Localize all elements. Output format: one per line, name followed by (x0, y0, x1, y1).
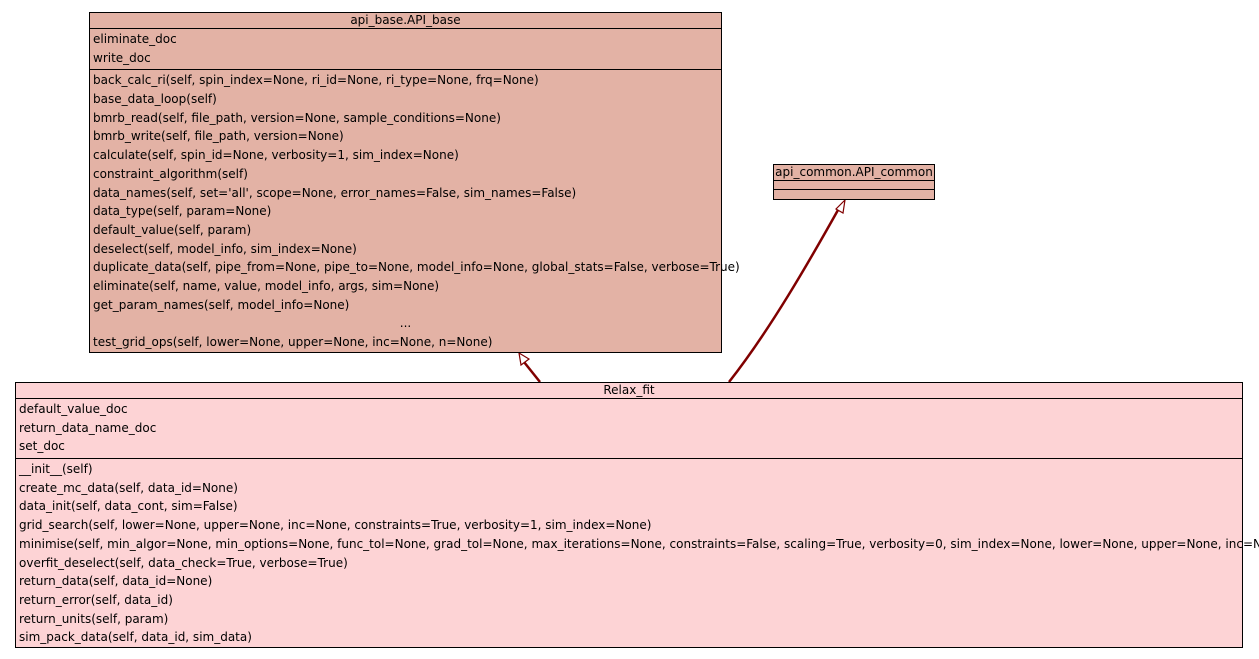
attributes-api-base: eliminate_doc write_doc (90, 29, 721, 71)
class-name-api-common: api_common.API_common (774, 165, 934, 181)
class-name-relax-fit: Relax_fit (16, 383, 1242, 399)
method: return_units(self, param) (19, 611, 169, 626)
arrowhead-api-common (835, 198, 846, 214)
method: bmrb_read(self, file_path, version=None,… (93, 110, 501, 125)
method: get_param_names(self, model_info=None) (93, 297, 350, 312)
class-box-api-common[interactable]: api_common.API_common (773, 164, 935, 200)
method: grid_search(self, lower=None, upper=None… (19, 518, 652, 533)
method: create_mc_data(self, data_id=None) (19, 480, 238, 495)
edge-relax-fit-to-api-base (523, 361, 541, 383)
method: sim_pack_data(self, data_id, sim_data) (19, 630, 252, 645)
method: test_grid_ops(self, lower=None, upper=No… (93, 335, 493, 349)
methods-api-common (774, 190, 934, 199)
method: overfit_deselect(self, data_check=True, … (19, 555, 348, 570)
method: return_error(self, data_id) (19, 592, 173, 607)
method: deselect(self, model_info, sim_index=Non… (93, 241, 357, 256)
method: __init__(self) (19, 462, 93, 477)
attribute: set_doc (19, 439, 65, 454)
edge-relax-fit-to-api-common (728, 209, 840, 383)
method: data_type(self, param=None) (93, 204, 272, 219)
method: data_init(self, data_cont, sim=False) (19, 499, 238, 514)
method: minimise(self, min_algor=None, min_optio… (19, 536, 1259, 551)
attributes-relax-fit: default_value_doc return_data_name_doc s… (16, 399, 1242, 460)
method: back_calc_ri(self, spin_index=None, ri_i… (93, 73, 539, 88)
methods-ellipsis: ... (399, 316, 412, 331)
method: return_data(self, data_id=None) (19, 574, 213, 589)
attribute: write_doc (93, 50, 151, 65)
method: eliminate(self, name, value, model_info,… (93, 278, 440, 293)
class-box-api-base[interactable]: api_base.API_base eliminate_doc write_do… (89, 12, 740, 353)
method: default_value(self, param) (93, 222, 252, 237)
methods-api-base: back_calc_ri(self, spin_index=None, ri_i… (90, 70, 740, 353)
attribute: default_value_doc (19, 402, 128, 416)
method: data_names(self, set='all', scope=None, … (93, 185, 577, 200)
attributes-api-common (774, 181, 934, 190)
method: bmrb_write(self, file_path, version=None… (93, 129, 344, 144)
method: calculate(self, spin_id=None, verbosity=… (93, 148, 459, 163)
method: base_data_loop(self) (93, 92, 217, 107)
arrowhead-api-base (518, 351, 531, 367)
attribute: return_data_name_doc (19, 420, 157, 435)
method: constraint_algorithm(self) (93, 166, 248, 181)
class-name-api-base: api_base.API_base (90, 13, 721, 29)
method: duplicate_data(self, pipe_from=None, pip… (93, 260, 740, 275)
attribute: eliminate_doc (93, 32, 177, 46)
class-box-relax-fit[interactable]: Relax_fit default_value_doc return_data_… (15, 382, 1259, 649)
methods-relax-fit: __init__(self) create_mc_data(self, data… (16, 459, 1259, 649)
